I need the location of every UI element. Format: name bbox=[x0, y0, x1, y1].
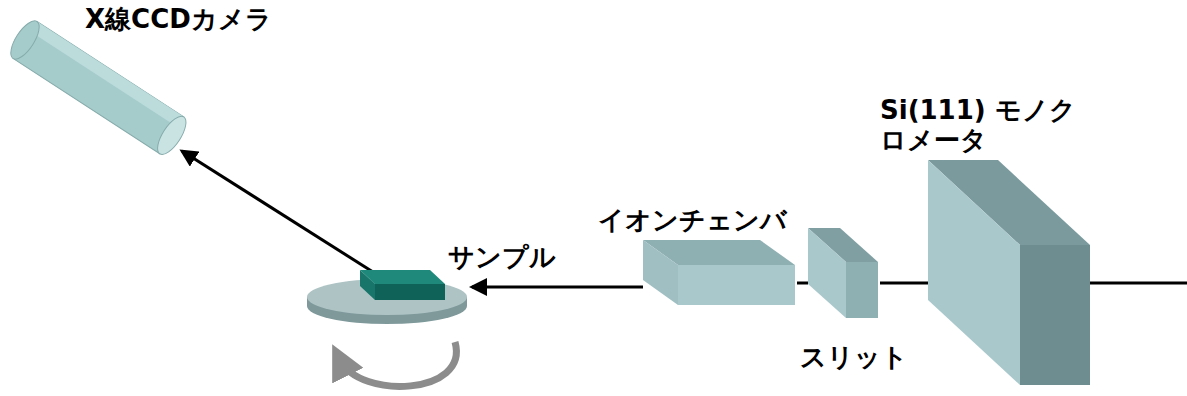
part-label: X線CCDカメラ bbox=[85, 5, 272, 35]
beam-line bbox=[880, 282, 928, 285]
monochromator: Si(111) モノクロメータ bbox=[928, 160, 1090, 385]
ccd-camera-shape bbox=[0, 15, 185, 165]
slit-shape bbox=[808, 228, 878, 318]
slit: スリット bbox=[808, 228, 878, 318]
rotation-arrow bbox=[340, 342, 456, 386]
beam-line bbox=[797, 282, 808, 285]
ccd-camera: X線CCDカメラ bbox=[0, 15, 185, 165]
incoming-beam bbox=[1090, 282, 1187, 285]
beam-arrow bbox=[182, 151, 373, 272]
part-label: Si(111) モノクロメータ bbox=[880, 96, 1090, 156]
sample-shape bbox=[305, 262, 470, 332]
part-label: イオンチェンバ bbox=[598, 206, 787, 236]
monochromator-shape bbox=[928, 160, 1090, 385]
sample: サンプル bbox=[305, 262, 470, 332]
beam-arrow bbox=[472, 286, 643, 289]
part-label: サンプル bbox=[448, 243, 556, 273]
part-label: スリット bbox=[800, 343, 908, 373]
ion-chamber-shape bbox=[643, 240, 795, 305]
ion-chamber: イオンチェンバ bbox=[643, 240, 795, 305]
